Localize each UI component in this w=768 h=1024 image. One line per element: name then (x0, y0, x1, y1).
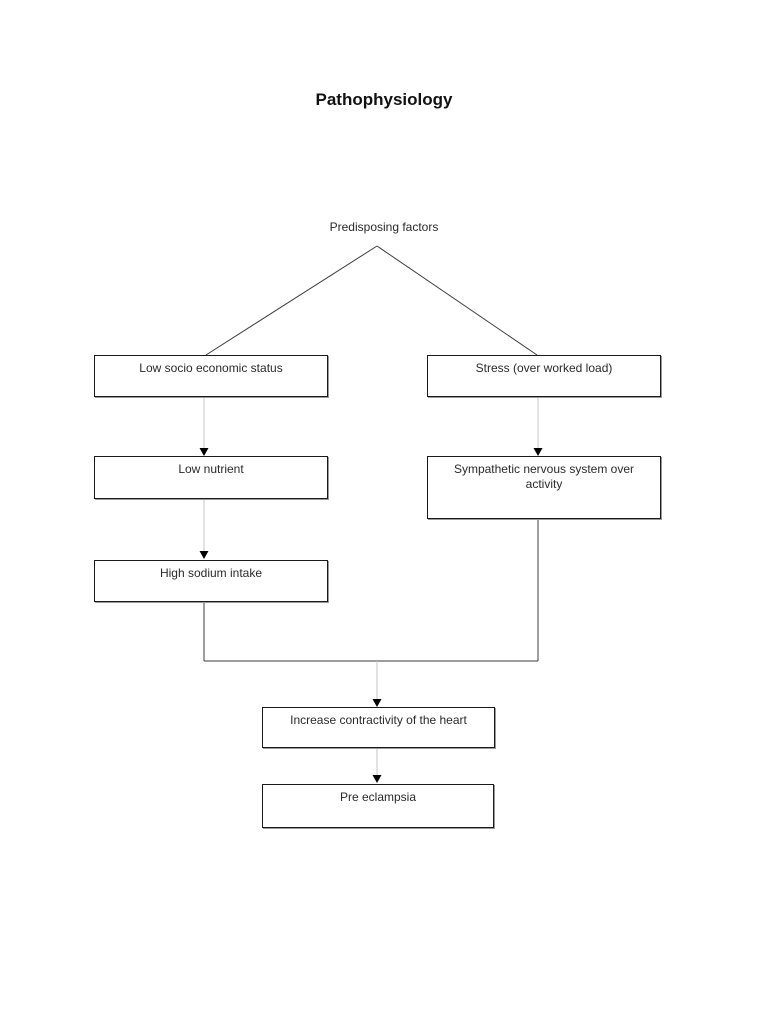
arrowhead-pre-eclampsia (372, 775, 382, 783)
node-high-sodium-intake: High sodium intake (94, 560, 328, 602)
node-label: Low nutrient (178, 462, 244, 476)
node-label: High sodium intake (159, 566, 263, 580)
arrowhead-increase-contractivity (372, 699, 382, 707)
node-label: Low socio economic status (139, 361, 283, 375)
edge-root-to-low-socio (205, 245, 378, 356)
arrowhead-sympathetic (533, 448, 543, 456)
node-label: Pre eclampsia (339, 790, 417, 804)
node-label: Stress (over worked load) (475, 361, 613, 375)
node-low-socio-economic-status: Low socio economic status (94, 355, 328, 397)
node-low-nutrient: Low nutrient (94, 456, 328, 499)
arrowhead-low-nutrient (199, 448, 209, 456)
edge-root-to-stress (376, 245, 538, 356)
page-title: Pathophysiology (315, 90, 453, 109)
node-label: Sympathetic nervous system over activity (453, 462, 635, 491)
node-sympathetic-nervous-system-over-activity: Sympathetic nervous system over activity (427, 456, 661, 519)
node-stress-over-worked-load: Stress (over worked load) (427, 355, 661, 397)
node-increase-contractivity-of-the-heart: Increase contractivity of the heart (262, 707, 495, 748)
node-predisposing-factors: Predisposing factors (329, 220, 439, 234)
arrowhead-high-sodium (199, 551, 209, 559)
node-pre-eclampsia: Pre eclampsia (262, 784, 494, 828)
node-label: Increase contractivity of the heart (290, 713, 467, 727)
